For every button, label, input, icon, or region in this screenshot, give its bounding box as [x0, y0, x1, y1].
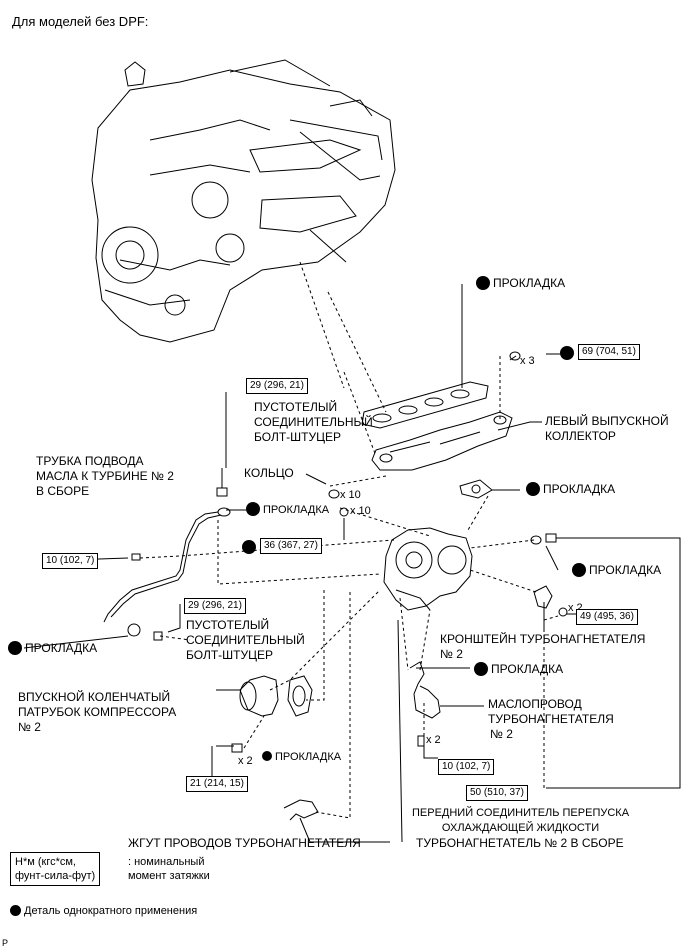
elbow-gasket-shape	[287, 675, 313, 717]
torque-box-36: 36 (367, 27)	[260, 538, 322, 554]
one-time-use-icon	[242, 540, 256, 554]
gasket-oil-label: ПРОКЛАДКА	[246, 502, 329, 518]
wire-harness-shape	[283, 799, 319, 821]
exhaust-manifold-shape	[371, 411, 513, 471]
legend-one-time: Деталь однократного применения	[10, 904, 197, 919]
footer-mark: P	[2, 938, 9, 948]
inlet-elbow-shape	[239, 675, 279, 717]
ring-label: КОЛЬЦО	[244, 466, 294, 480]
one-time-use-icon	[476, 275, 490, 290]
flange-gasket-shape	[459, 479, 493, 499]
torque-box-29a: 29 (296, 21)	[246, 378, 308, 394]
oil-tube-shape	[103, 511, 219, 623]
torque-box-50: 50 (510, 37)	[466, 785, 528, 801]
oil-tube-label: ТРУБКА ПОДВОДА МАСЛА К ТУРБИНЕ № 2 В СБО…	[36, 454, 174, 498]
one-time-use-icon	[8, 640, 22, 655]
gasket-bracket-label: ПРОКЛАДКА	[474, 661, 563, 677]
exhaust-gasket-shape	[361, 381, 489, 429]
one-time-use-icon	[246, 502, 260, 517]
exhaust-manifold-label: ЛЕВЫЙ ВЫПУСКНОЙ КОЛЛЕКТОР	[545, 414, 669, 443]
one-time-use-icon	[560, 346, 574, 360]
one-time-use-icon	[526, 481, 540, 496]
one-time-use-icon	[10, 904, 21, 916]
torque-box-49: 49 (495, 36)	[576, 609, 638, 625]
oil-pipe-label: МАСЛОПРОВОД ТУРБОНАГНЕТАТЕЛЯ № 2	[488, 697, 614, 741]
gasket-elbow-label: ПРОКЛАДКА	[262, 750, 341, 765]
torque-box-29b: 29 (296, 21)	[184, 598, 246, 614]
union-bolt-a-label: ПУСТОТЕЛЫЙ СОЕДИНИТЕЛЬНЫЙ БОЛТ-ШТУЦЕР	[254, 400, 373, 444]
gasket-turbo-right-label: ПРОКЛАДКА	[572, 562, 661, 578]
qty-x2c: x 2	[238, 755, 253, 767]
engine-block-illustration	[91, 59, 396, 343]
turbo-bracket-shape	[533, 585, 553, 609]
one-time-use-icon	[474, 661, 488, 676]
turbo-assembly-label: ТУРБОНАГНЕТАТЕЛЬ № 2 В СБОРЕ	[416, 836, 624, 850]
torque-box-69: 69 (704, 51)	[578, 344, 640, 360]
qty-x3: x 3	[520, 355, 535, 367]
gasket-left-label: ПРОКЛАДКА	[8, 640, 97, 656]
qty-x10a: x 10	[340, 489, 361, 501]
union-bolt-b-label: ПУСТОТЕЛЫЙ СОЕДИНИТЕЛЬНЫЙ БОЛТ-ШТУЦЕР	[186, 618, 305, 662]
torque-box-10a: 10 (102, 7)	[42, 553, 99, 569]
legend-torque-box: Н*м (кгс*см, фунт-сила-фут)	[10, 852, 101, 886]
wire-harness-label: ЖГУТ ПРОВОДОВ ТУРБОНАГНЕТАТЕЛЯ	[128, 836, 361, 850]
legend-torque-desc: : номинальный момент затяжки	[128, 856, 210, 882]
turbocharger-shape	[383, 527, 473, 611]
one-time-use-icon	[572, 562, 586, 577]
torque-box-10b: 10 (102, 7)	[438, 759, 495, 775]
turbo-bracket-number: № 2	[440, 647, 463, 661]
gasket-flange-label: ПРОКЛАДКА	[526, 481, 615, 497]
oil-pipe-shape	[409, 661, 441, 747]
page-header: Для моделей без DPF:	[12, 14, 149, 29]
coolant-union-label: ПЕРЕДНИЙ СОЕДИНИТЕЛЬ ПЕРЕПУСКА ОХЛАЖДАЮЩ…	[412, 807, 630, 834]
inlet-elbow-label: ВПУСКНОЙ КОЛЕНЧАТЫЙ ПАТРУБОК КОМПРЕССОРА…	[18, 690, 177, 734]
qty-x10b: x 10	[350, 505, 371, 517]
turbo-bracket-label: КРОНШТЕЙН ТУРБОНАГНЕТАТЕЛЯ	[440, 632, 646, 646]
torque-box-21: 21 (214, 15)	[186, 776, 248, 792]
one-time-use-icon	[262, 751, 272, 762]
qty-x2b: x 2	[426, 734, 441, 746]
gasket-top-label: ПРОКЛАДКА	[476, 275, 565, 291]
